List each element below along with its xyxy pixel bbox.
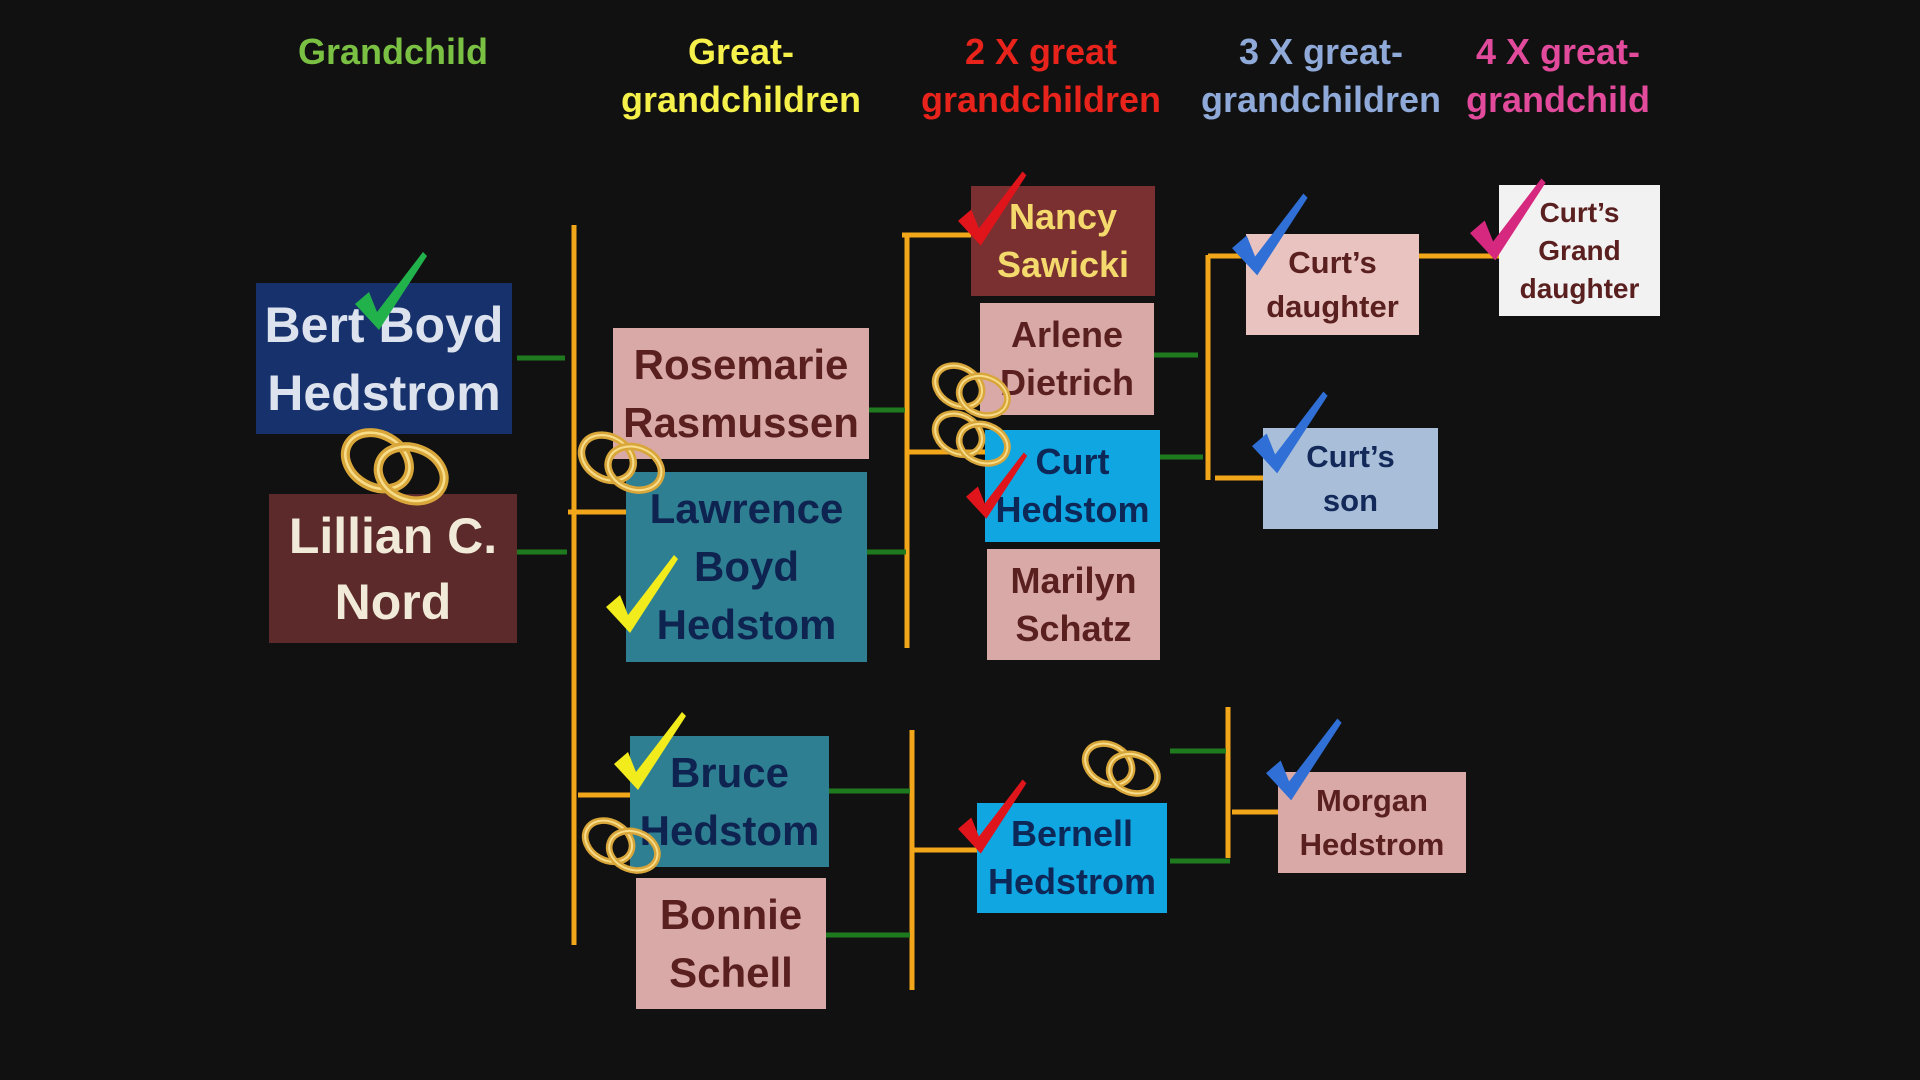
person-curts-granddaughter: Curt’s Grand daughter [1499, 185, 1660, 316]
checkmark-icon-curts-son [1252, 391, 1328, 474]
wedding-rings-icon-bruce-bonnie [581, 817, 661, 874]
person-bonnie-schell: Bonnie Schell [636, 878, 826, 1009]
person-marilyn-schatz: Marilyn Schatz [987, 549, 1160, 660]
header-3x-great-grandchildren: 3 X great- grandchildren [1200, 31, 1442, 120]
person-rosemarie-rasmussen: Rosemarie Rasmussen [613, 328, 869, 459]
wedding-rings-icon-curt-marilyn [931, 410, 1011, 467]
wedding-rings-icon-bert-lillian [340, 428, 449, 506]
checkmark-icon-nancy [958, 171, 1027, 246]
checkmark-icon-bert [355, 252, 427, 330]
wedding-rings-icon-lawrence-rosemarie [577, 431, 666, 494]
checkmark-icon-bernell [958, 779, 1027, 854]
person-curt-hedstom: Curt Hedstom [985, 430, 1160, 542]
checkmark-icon-bruce [614, 712, 686, 790]
person-bernell-hedstrom: Bernell Hedstrom [977, 803, 1167, 913]
person-lillian-nord: Lillian C. Nord [269, 494, 517, 643]
wedding-rings-icon-bernell [1081, 740, 1161, 797]
header-2x-great-grandchildren: 2 X great grandchildren [920, 31, 1162, 120]
person-curts-daughter: Curt’s daughter [1246, 234, 1419, 335]
wedding-rings-icon-curt-arlene [931, 362, 1011, 419]
header-4x-great-grandchild: 4 X great- grandchild [1465, 31, 1650, 120]
person-morgan-hedstrom: Morgan Hedstrom [1278, 772, 1466, 873]
checkmark-icon-morgan [1266, 718, 1342, 801]
person-bruce-hedstom: Bruce Hedstom [630, 736, 829, 867]
header-great-grandchildren: Great- grandchildren [620, 31, 862, 120]
checkmark-icon-curts-daughter [1232, 193, 1308, 276]
header-grandchild: Grandchild [297, 31, 489, 72]
checkmark-icon-lawrence [606, 555, 678, 633]
checkmark-icon-curts-granddaughter [1470, 178, 1546, 261]
checkmark-icon-curt [966, 452, 1028, 519]
